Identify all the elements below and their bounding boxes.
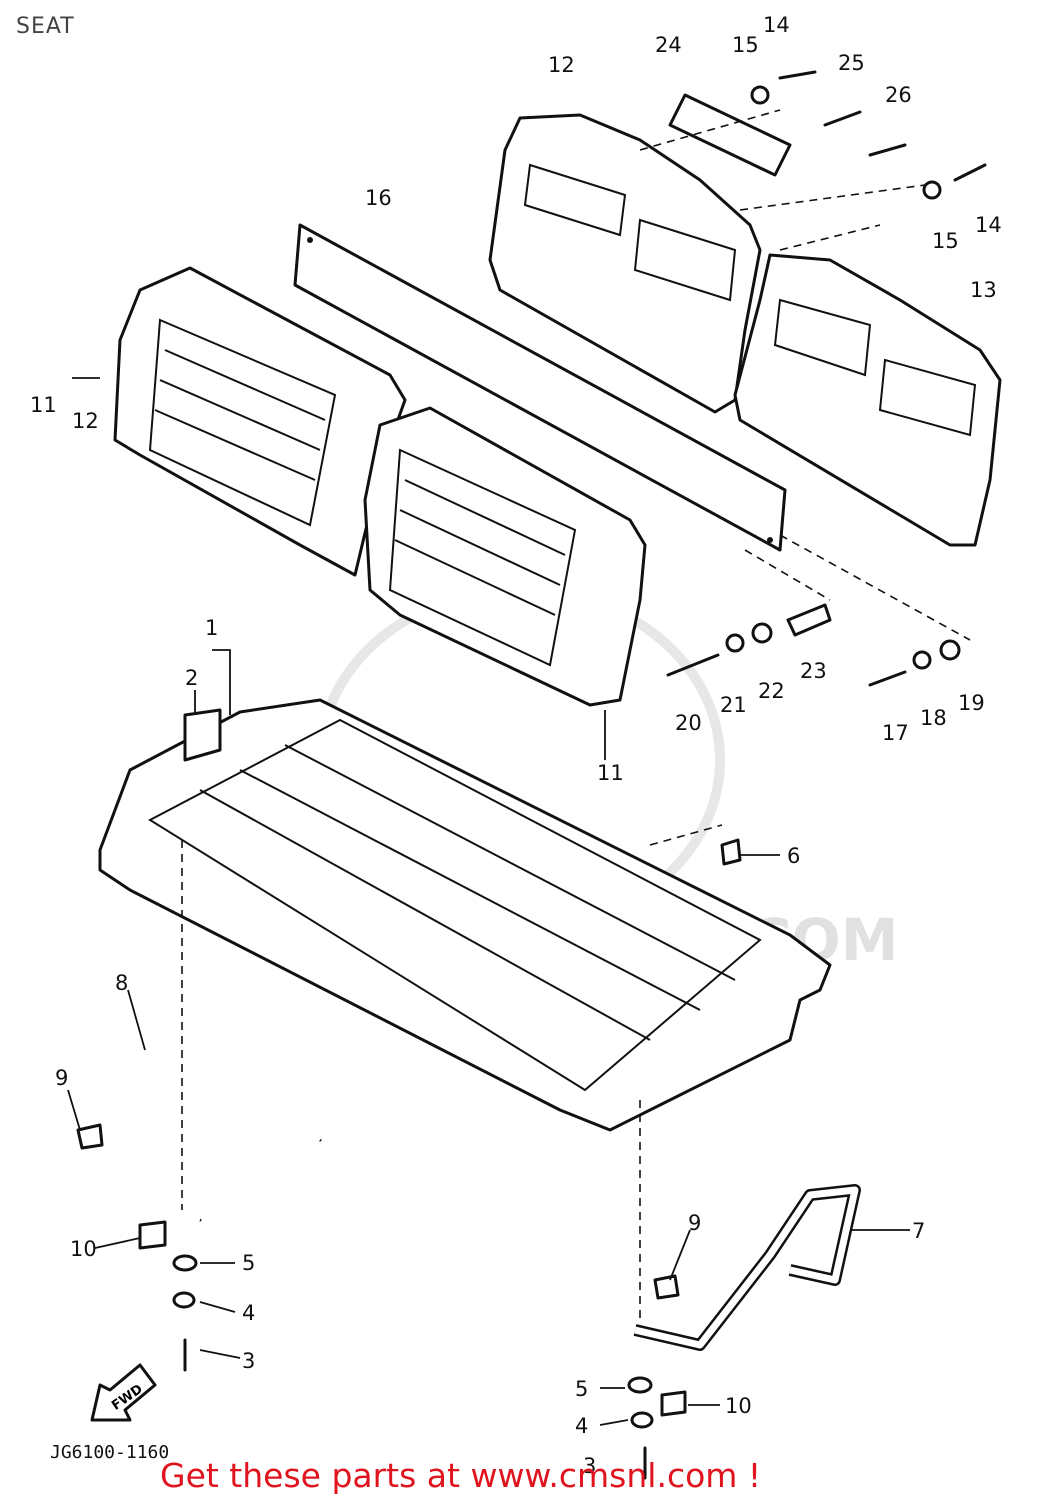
callout-3-left: 3 (242, 1349, 255, 1373)
part-14-bolt-right (953, 163, 987, 182)
part-21-lockwasher (725, 633, 745, 653)
part-7-seat-frame-right[interactable] (633, 1184, 861, 1351)
callout-20: 20 (675, 711, 702, 735)
part-23-collar (786, 603, 832, 637)
part-10-cap-right (660, 1390, 687, 1417)
part-22-washer (751, 622, 773, 644)
part-25-screw (823, 110, 862, 127)
callout-12-left: 12 (72, 409, 99, 433)
callout-6: 6 (787, 844, 800, 868)
drawing-code: JG6100-1160 (50, 1442, 170, 1463)
callout-12-top: 12 (548, 53, 575, 77)
callout-11-right: 11 (597, 761, 624, 785)
part-19-washer (939, 639, 961, 661)
part-6-pin (720, 838, 742, 866)
callout-3-right: 3 (583, 1454, 596, 1478)
callouts: 1 2 3 3 4 4 5 5 6 7 8 9 9 10 10 11 11 12… (30, 13, 1002, 1478)
part-9-clip-right (653, 1274, 680, 1300)
part-10-cap-left (138, 1220, 167, 1250)
callout-17: 17 (882, 721, 909, 745)
parts-banner-link[interactable]: Get these parts at www.cmsnl.com ! (160, 1456, 762, 1495)
callout-7: 7 (912, 1219, 925, 1243)
callout-5-left: 5 (242, 1251, 255, 1275)
part-17-bolt (868, 670, 907, 687)
callout-24: 24 (655, 33, 682, 57)
part-26-screw (868, 143, 907, 157)
callout-2: 2 (185, 666, 198, 690)
callout-1: 1 (205, 616, 218, 640)
part-5-nut-left (172, 1254, 198, 1272)
callout-18: 18 (920, 706, 947, 730)
part-11-backrest-right[interactable] (363, 406, 647, 707)
part-9-clip-left (76, 1123, 104, 1150)
callout-23: 23 (800, 659, 827, 683)
callout-4-left: 4 (242, 1301, 255, 1325)
part-4-washer-left (172, 1291, 196, 1309)
leader-lines (67, 377, 910, 1426)
callout-22: 22 (758, 679, 785, 703)
callout-10-left: 10 (70, 1237, 97, 1261)
callout-19: 19 (958, 691, 985, 715)
callout-4-right: 4 (575, 1414, 588, 1438)
part-11-backrest-left[interactable] (113, 266, 407, 577)
callout-10-right: 10 (725, 1394, 752, 1418)
callout-21: 21 (720, 693, 747, 717)
part-24-bracket[interactable] (668, 93, 792, 177)
part-18-lockwasher (912, 650, 932, 670)
assembly-lines (181, 109, 971, 1320)
callout-8: 8 (115, 971, 128, 995)
callout-11-left: 11 (30, 393, 57, 417)
part-16-mounting-plate[interactable] (293, 223, 787, 552)
part-15-washer-top (750, 85, 770, 105)
callout-5-right: 5 (575, 1377, 588, 1401)
part-4-washer-right (630, 1411, 654, 1429)
callout-9-left: 9 (55, 1066, 68, 1090)
callout-26: 26 (885, 83, 912, 107)
part-12-rear-shell[interactable] (488, 113, 762, 414)
callout-9-right: 9 (688, 1211, 701, 1235)
hardware-parts[interactable] (76, 70, 987, 1480)
callout-15-right: 15 (932, 229, 959, 253)
part-20-bolt (666, 653, 720, 677)
part-14-bolt-top (778, 70, 817, 80)
callout-14-right: 14 (975, 213, 1002, 237)
callout-13: 13 (970, 278, 997, 302)
part-5-nut-right (627, 1376, 653, 1394)
part-2-hinge[interactable] (183, 708, 222, 762)
callout-16: 16 (365, 186, 392, 210)
seat-cushion[interactable] (98, 698, 832, 1132)
callout-25: 25 (838, 51, 865, 75)
fwd-arrow: FWD (90, 1363, 157, 1422)
part-15-washer-right (922, 180, 942, 200)
part-13-rear-shell[interactable] (733, 253, 1002, 547)
callout-14-top: 14 (763, 13, 790, 37)
callout-15-top: 15 (732, 33, 759, 57)
part-8-seat-frame-left[interactable] (121, 976, 323, 1224)
page-title: SEAT (16, 14, 75, 39)
